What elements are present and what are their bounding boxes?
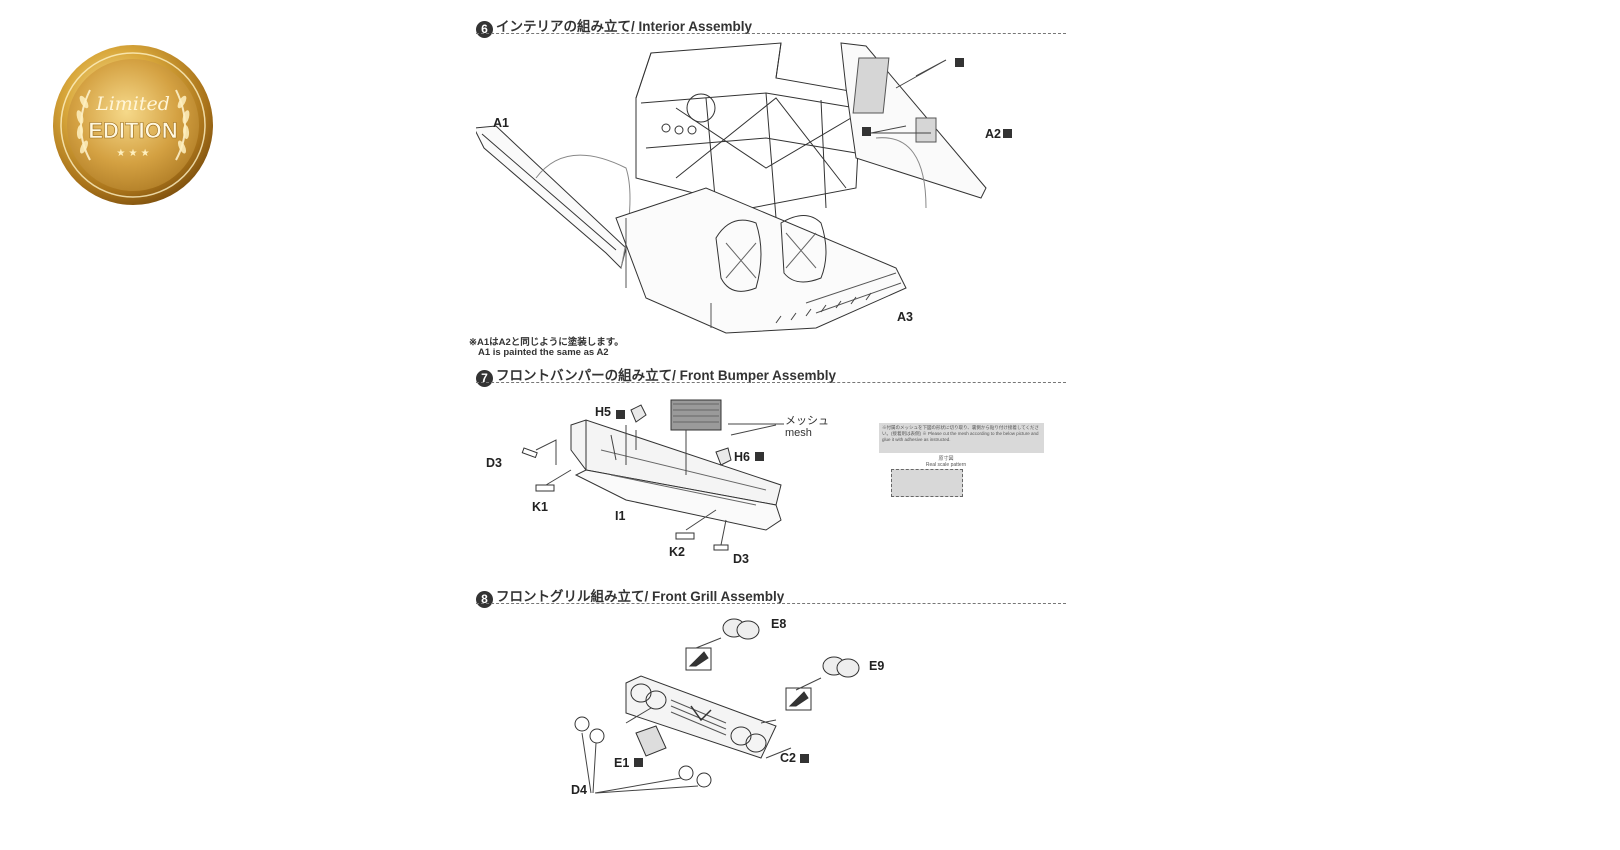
real-scale-mesh-pattern <box>891 469 963 497</box>
step-6-number: 6 <box>476 21 493 38</box>
front-grill-diagram <box>574 618 860 794</box>
part-label-d4: D4 <box>571 783 587 797</box>
part-label-d3-left: D3 <box>486 456 502 470</box>
step-6-title-text: インテリアの組み立て/ Interior Assembly <box>496 19 753 34</box>
step-7-divider <box>476 382 1066 383</box>
step-7-number: 7 <box>476 370 493 387</box>
part-label-c2: C2 <box>780 751 796 765</box>
step-6-note-jp: ※A1はA2と同じように塗装します。 <box>469 337 624 348</box>
badge-main-text: EDITION <box>88 118 177 143</box>
front-bumper-diagram <box>521 399 782 551</box>
part-label-h6: H6 <box>734 450 750 464</box>
part-label-i1: I1 <box>615 509 626 523</box>
part-label-e9: E9 <box>869 659 885 673</box>
step-6-divider <box>476 33 1066 34</box>
part-label-k1: K1 <box>532 500 548 514</box>
gold-medal-icon: Limited EDITION ★ ★ ★ <box>53 45 213 205</box>
interior-assembly-diagram <box>476 42 987 334</box>
part-label-e1: E1 <box>614 756 630 770</box>
part-label-a2: A2 <box>985 127 1012 141</box>
badge-stars: ★ ★ ★ <box>116 148 149 159</box>
real-scale-label-en: Real scale pattern <box>925 462 967 468</box>
step-6-note-en: A1 is painted the same as A2 <box>478 347 609 358</box>
real-scale-label-jp: 原寸図 <box>938 456 954 462</box>
mesh-label-jp: メッシュ <box>785 415 829 427</box>
step-8-divider <box>476 603 1066 604</box>
limited-edition-badge: Limited EDITION ★ ★ ★ <box>50 42 216 208</box>
part-label-k2: K2 <box>669 545 685 559</box>
real-scale-label: 原寸図 Real scale pattern <box>896 456 996 468</box>
part-label-d3-right: D3 <box>733 552 749 566</box>
mesh-label: メッシュ mesh <box>785 415 829 439</box>
badge-script-text: Limited <box>95 93 170 115</box>
step-8-number: 8 <box>476 591 493 608</box>
part-label-h5: H5 <box>595 405 611 419</box>
part-label-a3: A3 <box>897 310 913 324</box>
mesh-instruction-note: ※付属のメッシュを下図の形状に切り取り、裏側から貼り付け接着してください。(接着… <box>879 423 1044 453</box>
paint-code-tag-icon <box>1002 129 1012 138</box>
part-label-a1: A1 <box>493 116 509 130</box>
step-7-title-text: フロントバンパーの組み立て/ Front Bumper Assembly <box>496 368 836 383</box>
part-label-a2-text: A2 <box>985 127 1001 141</box>
mesh-leader-line <box>728 423 784 425</box>
part-label-e8: E8 <box>771 617 787 631</box>
mesh-label-en: mesh <box>785 427 812 439</box>
step-8-title-text: フロントグリル組み立て/ Front Grill Assembly <box>496 589 785 604</box>
